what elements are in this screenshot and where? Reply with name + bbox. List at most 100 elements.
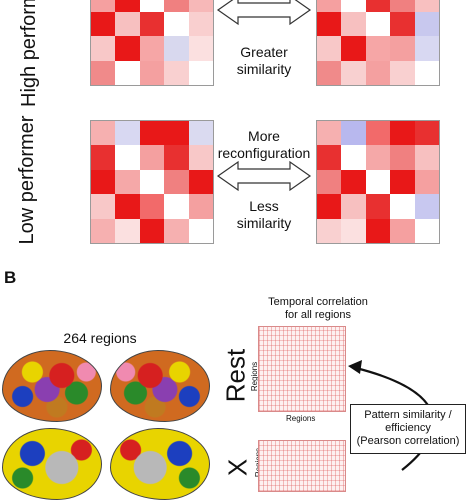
- matrix-cell: [365, 169, 391, 195]
- matrix-cell: [164, 0, 189, 12]
- matrix-cell: [115, 145, 140, 170]
- matrix-cell: [188, 145, 213, 170]
- brain-right-lateral: [110, 350, 210, 422]
- matrix-cell: [317, 60, 342, 85]
- matrix-cell: [164, 218, 189, 243]
- matrix-cell: [115, 11, 140, 37]
- matrix-cell: [188, 218, 213, 243]
- matrix-cell: [341, 218, 366, 243]
- matrix-cell: [139, 11, 165, 37]
- matrix-cell: [390, 145, 415, 170]
- matrix-cell: [164, 194, 189, 219]
- matrix-cell: [164, 11, 189, 37]
- matrix-cell: [115, 169, 140, 195]
- matrix-cell: [91, 218, 116, 243]
- matrix-cell: [139, 36, 165, 61]
- matrix-cell: [317, 0, 342, 12]
- matrix-cell: [390, 194, 415, 219]
- matrix-cell: [414, 169, 439, 195]
- matrix-cell: [139, 218, 165, 243]
- matrix-cell: [365, 11, 391, 37]
- matrix-cell: [414, 145, 439, 170]
- matrix-cell: [414, 11, 439, 37]
- matrix-cell: [390, 36, 415, 61]
- matrix-cell: [139, 0, 165, 12]
- matrix-cell: [341, 0, 366, 12]
- matrix-cell: [115, 60, 140, 85]
- matrix-cell: [341, 194, 366, 219]
- matrix-cell: [139, 121, 165, 146]
- matrix-cell: [341, 145, 366, 170]
- brain-left-medial: [2, 428, 102, 500]
- brain-left-lateral: [2, 350, 102, 422]
- matrix-low-right: [316, 120, 440, 244]
- matrix-cell: [317, 194, 342, 219]
- matrix-cell: [390, 169, 415, 195]
- matrix-high-right: [316, 0, 440, 86]
- matrix-cell: [115, 121, 140, 146]
- matrix-cell: [365, 194, 391, 219]
- matrix-cell: [91, 36, 116, 61]
- matrix-cell: [365, 121, 391, 146]
- matrix-cell: [188, 194, 213, 219]
- matrix-cell: [365, 218, 391, 243]
- matrix-cell: [390, 60, 415, 85]
- less-similarity-label: Less similarity: [236, 198, 292, 231]
- row-label-high-performer: High performer: [18, 0, 40, 107]
- matrix-cell: [164, 169, 189, 195]
- matrix-cell: [188, 11, 213, 37]
- task-label-partial: X: [222, 458, 253, 477]
- matrix-cell: [341, 169, 366, 195]
- matrix-cell: [188, 169, 213, 195]
- matrix-cell: [91, 11, 116, 37]
- rest-label: Rest: [220, 348, 251, 403]
- matrix-low-left: [90, 120, 214, 244]
- matrix-cell: [164, 60, 189, 85]
- more-reconfiguration-label: More reconfiguration: [217, 128, 311, 161]
- matrix-cell: [317, 121, 342, 146]
- matrix-cell: [414, 218, 439, 243]
- matrix-cell: [365, 60, 391, 85]
- matrix-cell: [341, 121, 366, 146]
- matrix-cell: [115, 218, 140, 243]
- matrix-cell: [139, 194, 165, 219]
- temporal-correlation-label: Temporal correlation for all regions: [268, 296, 368, 321]
- matrix-cell: [414, 121, 439, 146]
- panel-b-letter: B: [4, 268, 17, 287]
- matrix-cell: [317, 36, 342, 61]
- greater-similarity-label: Greater similarity: [236, 44, 292, 77]
- matrix-cell: [188, 60, 213, 85]
- task-correlation-matrix: [258, 440, 346, 492]
- matrix-cell: [317, 169, 342, 195]
- matrix-cell: [317, 11, 342, 37]
- matrix-cell: [115, 36, 140, 61]
- matrix-cell: [139, 169, 165, 195]
- double-arrow-low: [216, 160, 312, 192]
- matrix-cell: [139, 60, 165, 85]
- matrix-cell: [91, 145, 116, 170]
- matrix-cell: [91, 60, 116, 85]
- matrix-cell: [139, 145, 165, 170]
- double-arrow-high: [216, 0, 312, 26]
- matrix-cell: [115, 0, 140, 12]
- regions-x-axis-label: Regions: [286, 414, 316, 423]
- brain-right-medial: [110, 428, 210, 500]
- matrix-cell: [414, 60, 439, 85]
- matrix-cell: [115, 194, 140, 219]
- matrix-cell: [317, 145, 342, 170]
- matrix-cell: [91, 194, 116, 219]
- matrix-cell: [390, 11, 415, 37]
- matrix-cell: [188, 121, 213, 146]
- matrix-high-left: [90, 0, 214, 86]
- matrix-cell: [341, 60, 366, 85]
- matrix-cell: [188, 0, 213, 12]
- matrix-cell: [390, 218, 415, 243]
- matrix-cell: [414, 0, 439, 12]
- matrix-cell: [91, 169, 116, 195]
- matrix-cell: [390, 121, 415, 146]
- row-label-low-performer: Low performer: [16, 115, 38, 245]
- matrix-cell: [341, 36, 366, 61]
- matrix-cell: [164, 36, 189, 61]
- pattern-similarity-box: Pattern similarity / efficiency (Pearson…: [350, 404, 466, 454]
- matrix-cell: [341, 11, 366, 37]
